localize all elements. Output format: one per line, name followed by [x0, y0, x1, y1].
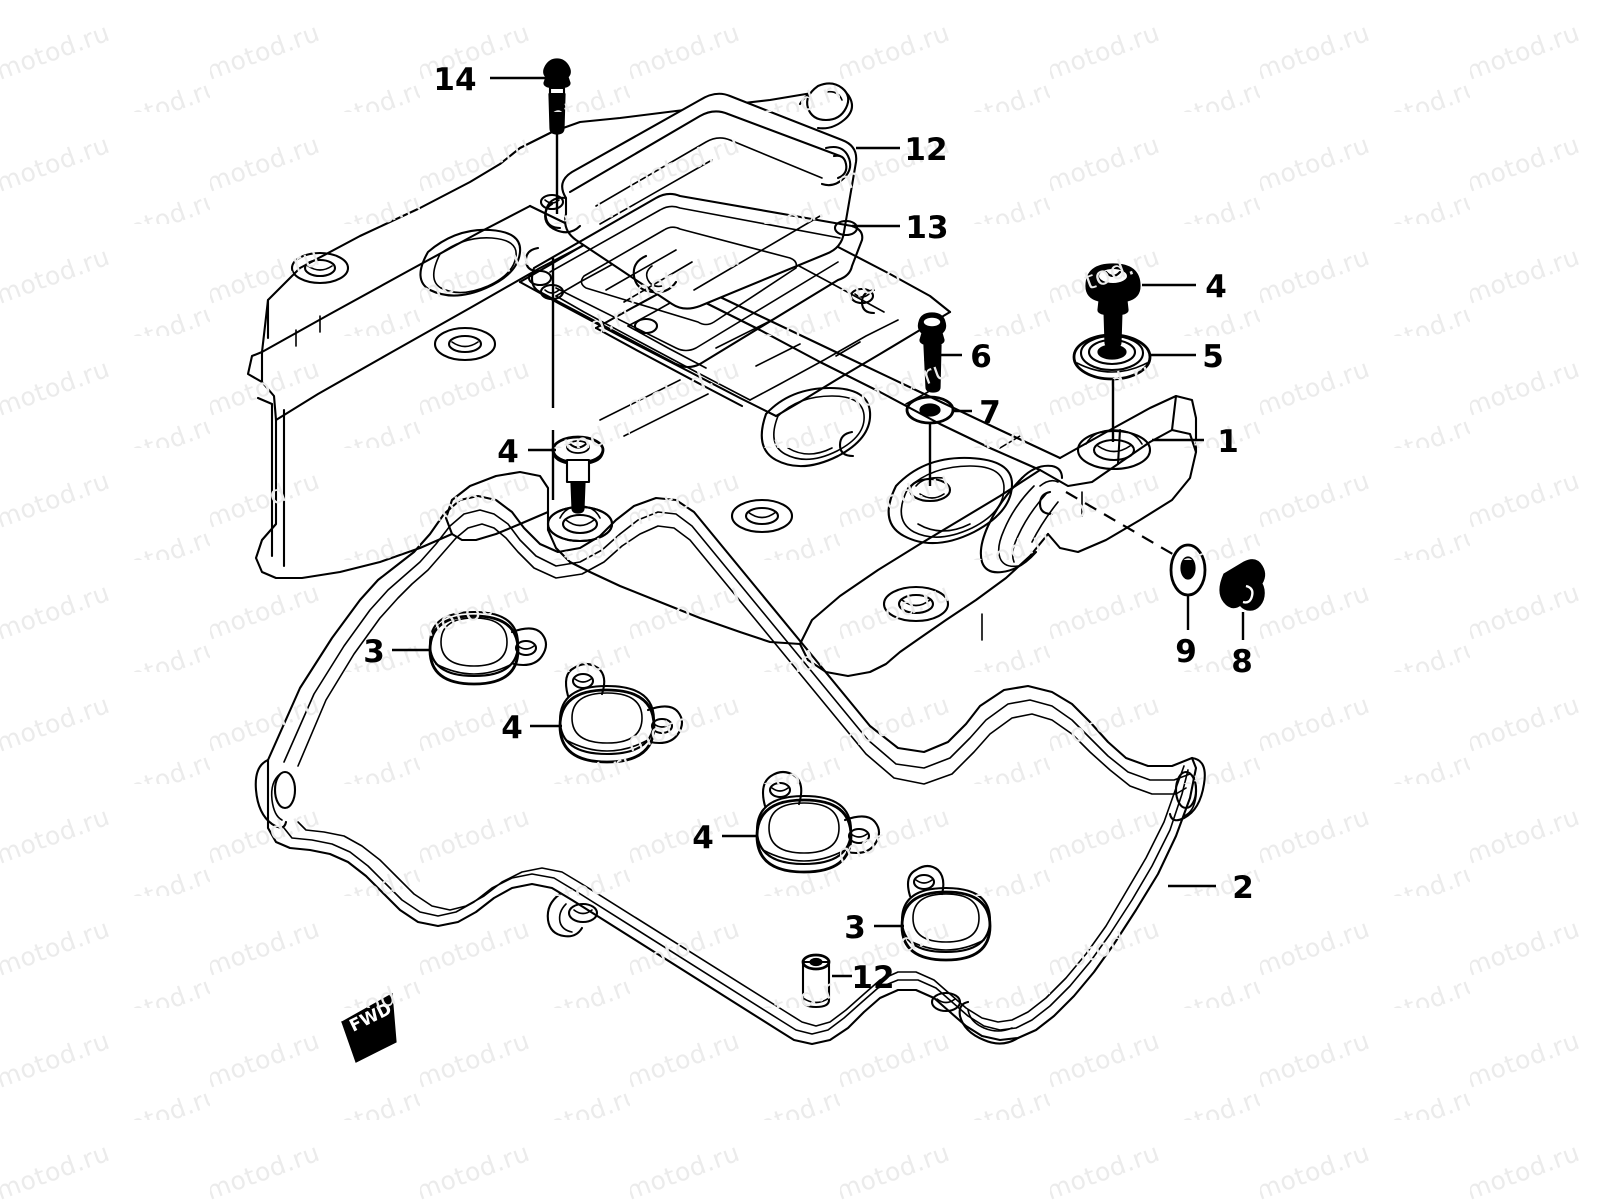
callout-15[interactable]: 14 — [433, 62, 552, 98]
callout-12-label: 12 — [851, 960, 894, 996]
callout-12[interactable]: 12 — [832, 960, 895, 996]
callout-5[interactable]: 4 — [1142, 269, 1227, 305]
callout-11[interactable]: 9 — [1175, 596, 1197, 670]
callout-8[interactable]: 6 — [933, 339, 992, 375]
callout-15-label: 14 — [433, 62, 476, 98]
callout-3a-label: 3 — [363, 634, 385, 670]
callout-4a[interactable]: 4 — [501, 710, 562, 746]
callout-6-label: 4 — [497, 434, 519, 470]
leader-11-dashed — [1065, 491, 1177, 557]
callout-13-label: 12 — [904, 132, 947, 168]
callout-2[interactable]: 2 — [1168, 870, 1254, 906]
callout-10[interactable]: 8 — [1231, 612, 1253, 680]
callout-9[interactable]: 7 — [953, 395, 1001, 431]
callout-11-label: 9 — [1175, 634, 1197, 670]
callout-1-label: 1 — [1217, 424, 1239, 460]
callout-4b-label: 4 — [692, 820, 714, 856]
callout-4b[interactable]: 4 — [692, 820, 758, 856]
callout-14[interactable]: 13 — [852, 210, 949, 246]
callout-13[interactable]: 12 — [856, 132, 948, 168]
callout-3b-label: 3 — [844, 910, 866, 946]
callout-8-label: 6 — [970, 339, 992, 375]
callout-9-label: 7 — [979, 395, 1001, 431]
callout-6[interactable]: 4 — [497, 434, 556, 470]
callout-3b[interactable]: 3 — [844, 910, 904, 946]
callout-4a-label: 4 — [501, 710, 523, 746]
callout-7-label: 5 — [1202, 339, 1224, 375]
callout-3a[interactable]: 3 — [363, 634, 430, 670]
callout-1[interactable]: 1 — [1152, 424, 1239, 460]
callout-7[interactable]: 5 — [1150, 339, 1224, 375]
callout-10-label: 8 — [1231, 644, 1253, 680]
callout-2-label: 2 — [1232, 870, 1254, 906]
callout-5-label: 4 — [1205, 269, 1227, 305]
callout-14-label: 13 — [905, 210, 948, 246]
